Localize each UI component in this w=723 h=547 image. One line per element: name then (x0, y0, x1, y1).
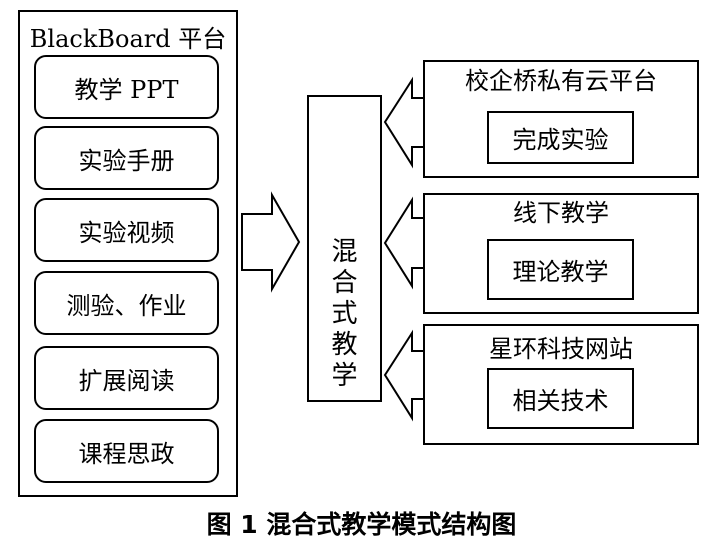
platform-item-quiz-homework: 测验、作业 (34, 271, 219, 335)
platform-item-lab-video: 实验视频 (34, 198, 219, 262)
source-title-private-cloud: 校企桥私有云平台 (465, 67, 657, 95)
source-inner-complete-experiment: 完成实验 (487, 111, 634, 164)
center-char: 学 (331, 361, 358, 391)
blended-teaching-label: 混 合 式 教 学 (309, 237, 380, 392)
center-char: 合 (331, 268, 358, 298)
platform-item-ppt: 教学 PPT (34, 55, 219, 119)
blended-teaching-box: 混 合 式 教 学 (307, 95, 382, 402)
left-arrow-shape-2 (383, 196, 427, 290)
figure-caption: 图 1 混合式教学模式结构图 (206, 510, 517, 539)
source-inner-theory-teaching: 理论教学 (487, 239, 634, 300)
center-char: 教 (331, 330, 358, 360)
left-arrow-shape-1 (383, 76, 427, 169)
platform-item-extended-reading: 扩展阅读 (34, 346, 219, 410)
center-char: 混 (331, 237, 358, 267)
blackboard-platform-title: BlackBoard 平台 (29, 25, 227, 53)
source-title-offline-teaching: 线下教学 (513, 199, 609, 227)
left-arrow-shape-3 (383, 329, 427, 422)
platform-item-lab-manual: 实验手册 (34, 126, 219, 190)
center-char: 式 (331, 299, 358, 329)
source-title-xinghuan-website: 星环科技网站 (489, 335, 633, 363)
right-arrow-shape (241, 191, 301, 293)
source-inner-related-tech: 相关技术 (487, 368, 634, 429)
platform-item-ideology: 课程思政 (34, 419, 219, 483)
